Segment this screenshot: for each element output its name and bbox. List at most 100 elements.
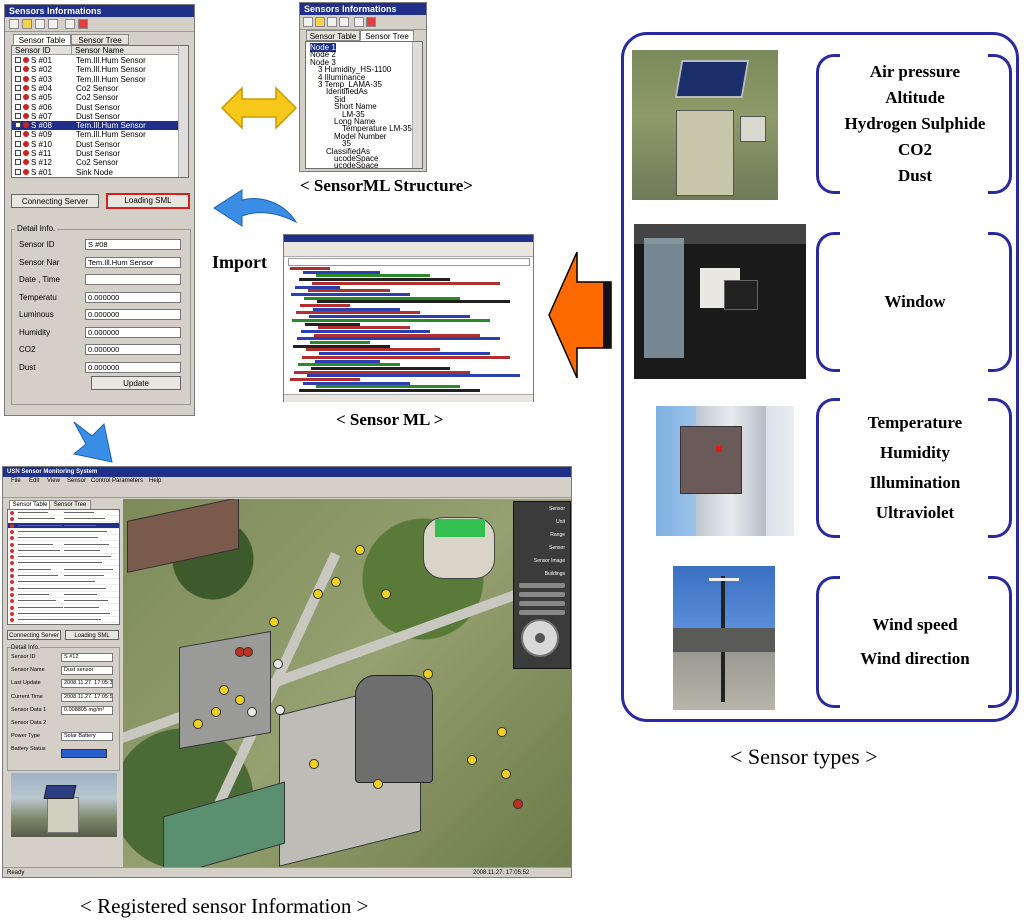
field-input[interactable]: 0.000000 <box>85 361 181 373</box>
field-input[interactable]: S #08 <box>85 239 181 250</box>
map-side-button[interactable]: Sensor <box>549 545 565 551</box>
warning-icon[interactable] <box>315 17 325 27</box>
navigation-dial[interactable] <box>521 619 559 657</box>
table-row[interactable] <box>8 573 119 579</box>
sensor-marker[interactable] <box>355 545 365 555</box>
tree-node[interactable]: Sid <box>334 94 346 104</box>
table-row[interactable] <box>8 611 119 617</box>
table-row[interactable] <box>8 510 119 516</box>
row-checkbox[interactable] <box>15 168 21 175</box>
map-side-button[interactable]: Buildings <box>544 571 565 577</box>
field-input[interactable]: 0.000000 <box>85 344 181 355</box>
tree-node[interactable]: ClassifiedAs <box>326 146 371 156</box>
map-slider-control[interactable] <box>519 583 565 588</box>
refresh-icon[interactable] <box>35 19 45 29</box>
monitor-field-input[interactable]: S #12 <box>61 653 113 662</box>
tree-tab-sensor-tree[interactable]: Sensor Tree <box>360 30 414 41</box>
tree-node[interactable]: Temperature LM-35 <box>342 124 412 134</box>
map-slider-control[interactable] <box>519 592 565 597</box>
map-side-button[interactable]: Unit <box>556 519 565 525</box>
menu-file[interactable]: File <box>11 478 21 484</box>
sensor-marker[interactable] <box>211 707 221 717</box>
sensor-marker[interactable] <box>497 727 507 737</box>
sensor-marker[interactable] <box>331 577 341 587</box>
sensor-marker[interactable] <box>243 647 253 657</box>
update-button[interactable]: Update <box>91 376 181 390</box>
field-input[interactable]: 0.000000 <box>85 326 181 338</box>
row-checkbox[interactable] <box>15 112 21 119</box>
table-row[interactable] <box>8 560 119 567</box>
tree-node[interactable]: 3 Temp_LAMA-35 <box>318 80 382 89</box>
menu-sensor[interactable]: Sensor <box>67 478 87 484</box>
sensor-marker[interactable] <box>373 779 383 789</box>
sensor-marker[interactable] <box>381 589 391 599</box>
tree-scrollbar[interactable] <box>412 42 422 168</box>
car-icon[interactable] <box>366 17 376 27</box>
table-scrollbar[interactable] <box>178 46 188 177</box>
row-checkbox[interactable] <box>15 66 21 73</box>
tree-tab-sensor-table[interactable]: Sensor Table <box>306 30 360 41</box>
menu-help[interactable]: Help <box>149 478 162 484</box>
table-row[interactable] <box>8 554 119 561</box>
field-input[interactable]: 0.000000 <box>85 309 181 320</box>
connecting-server-button[interactable]: Connecting Server <box>11 194 99 208</box>
monitor-field-input[interactable]: Solar Battery <box>61 732 113 742</box>
sensor-marker[interactable] <box>467 755 477 765</box>
tree-node[interactable]: 35 <box>342 139 351 149</box>
monitor-field-input[interactable]: 0.008805 mg/m³ <box>61 705 113 715</box>
menu-control-parameters[interactable]: Control Parameters <box>91 478 144 484</box>
grid-icon[interactable] <box>303 17 313 27</box>
sensor-marker[interactable] <box>309 759 319 769</box>
row-checkbox[interactable] <box>15 131 21 138</box>
tree-node[interactable]: Node 3 <box>310 57 336 67</box>
row-checkbox[interactable] <box>15 103 21 110</box>
tree-node[interactable]: Node 2 <box>310 50 336 60</box>
tree-node[interactable]: Short Name <box>334 102 377 112</box>
field-input[interactable]: 0.000000 <box>85 291 181 303</box>
plane-icon[interactable] <box>65 19 75 29</box>
row-checkbox[interactable] <box>15 57 21 63</box>
table-row[interactable] <box>8 529 119 535</box>
table-row[interactable] <box>8 586 119 592</box>
table-row[interactable] <box>8 617 119 624</box>
tree-node[interactable]: Model Number <box>334 131 387 141</box>
browser-address-bar[interactable] <box>288 258 530 266</box>
refresh-icon[interactable] <box>339 17 349 27</box>
table-row[interactable] <box>8 605 119 611</box>
row-checkbox[interactable] <box>15 84 21 91</box>
monitor-field-input[interactable]: Dust sensor <box>61 666 113 676</box>
sensor-marker[interactable] <box>235 695 245 705</box>
row-checkbox[interactable] <box>15 150 21 156</box>
row-checkbox[interactable] <box>15 122 21 129</box>
menu-edit[interactable]: Edit <box>29 478 40 484</box>
table-row[interactable] <box>8 592 119 598</box>
monitor-field-input[interactable]: 2008.11.27. 17:05:52 <box>61 692 113 702</box>
row-checkbox[interactable] <box>15 159 21 166</box>
sensor-marker[interactable] <box>247 707 257 717</box>
sensor-marker[interactable] <box>193 719 203 729</box>
map-slider-control[interactable] <box>519 601 565 606</box>
tree-node[interactable]: IdentifiedAs <box>326 87 368 97</box>
column-header-id[interactable]: Sensor ID <box>12 46 72 55</box>
tree-node[interactable]: Long Name <box>334 117 376 126</box>
table-row[interactable] <box>8 548 119 554</box>
menu-view[interactable]: View <box>47 478 60 484</box>
monitor-connecting-server-button[interactable]: Connecting Server <box>7 630 61 640</box>
sensor-marker[interactable] <box>273 659 283 669</box>
tab-sensor-tree[interactable]: Sensor Tree <box>71 34 129 45</box>
table-row[interactable] <box>8 516 119 523</box>
monitor-loading-sml-button[interactable]: Loading SML <box>65 630 119 640</box>
sensor-marker[interactable] <box>275 705 285 715</box>
grid-icon[interactable] <box>9 19 19 29</box>
tab-sensor-table[interactable]: Sensor Table <box>13 34 71 45</box>
